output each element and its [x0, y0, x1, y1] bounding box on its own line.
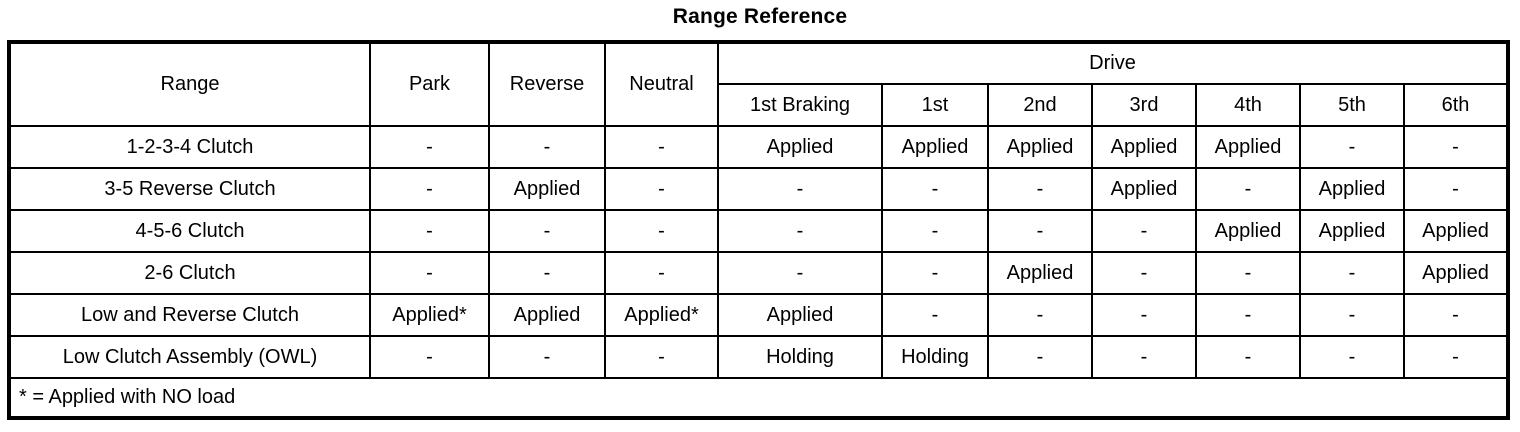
cell-park: - — [369, 209, 490, 253]
column-header-4th: 4th — [1195, 83, 1301, 127]
column-group-header-drive: Drive — [716, 41, 1510, 85]
cell-3rd: Applied — [1091, 125, 1197, 169]
cell-5th: Applied — [1299, 167, 1405, 211]
cell-5th: - — [1299, 251, 1405, 295]
cell-1st: - — [881, 209, 989, 253]
range-reference-table-container: Range Park Reverse Neutral Drive 1st Bra… — [7, 40, 1511, 420]
cell-4th: - — [1195, 335, 1301, 379]
cell-1st: Applied — [881, 125, 989, 169]
cell-neutral: - — [604, 209, 719, 253]
cell-2nd: - — [987, 167, 1093, 211]
page-title: Range Reference — [672, 5, 848, 28]
cell-park: - — [369, 125, 490, 169]
cell-6th: Applied — [1402, 251, 1510, 295]
cell-1st: - — [881, 251, 989, 295]
table-body: 1-2-3-4 Clutch - - - Applied Applied App… — [8, 125, 1510, 418]
cell-reverse: Applied — [488, 293, 606, 337]
column-header-1st-braking: 1st Braking — [717, 83, 883, 127]
cell-park: Applied* — [369, 293, 490, 337]
row-label: 2-6 Clutch — [8, 251, 371, 295]
table-header: Range Park Reverse Neutral Drive 1st Bra… — [8, 41, 1510, 127]
cell-1st: Holding — [881, 335, 989, 379]
cell-6th: - — [1402, 125, 1510, 169]
cell-4th: - — [1195, 167, 1301, 211]
cell-1st-braking: Applied — [717, 125, 883, 169]
column-header-park: Park — [369, 41, 490, 127]
cell-1st: - — [881, 293, 989, 337]
cell-park: - — [369, 251, 490, 295]
cell-6th: - — [1402, 335, 1510, 379]
cell-2nd: - — [987, 335, 1093, 379]
cell-reverse: - — [488, 125, 606, 169]
cell-2nd: Applied — [987, 125, 1093, 169]
cell-4th: Applied — [1195, 125, 1301, 169]
column-header-5th: 5th — [1299, 83, 1405, 127]
cell-3rd: - — [1091, 251, 1197, 295]
cell-neutral: - — [604, 335, 719, 379]
cell-reverse: - — [488, 251, 606, 295]
table-row: 2-6 Clutch - - - - - Applied - - - Appli… — [8, 251, 1510, 295]
cell-3rd: - — [1091, 293, 1197, 337]
cell-5th: - — [1299, 293, 1405, 337]
column-header-1st: 1st — [881, 83, 989, 127]
column-header-3rd: 3rd — [1091, 83, 1197, 127]
row-label: 3-5 Reverse Clutch — [8, 167, 371, 211]
table-row: 3-5 Reverse Clutch - Applied - - - - App… — [8, 167, 1510, 211]
cell-3rd: - — [1091, 335, 1197, 379]
cell-neutral: - — [604, 167, 719, 211]
row-label: Low Clutch Assembly (OWL) — [8, 335, 371, 379]
row-label: Low and Reverse Clutch — [8, 293, 371, 337]
table-row: 1-2-3-4 Clutch - - - Applied Applied App… — [8, 125, 1510, 169]
row-label: 1-2-3-4 Clutch — [8, 125, 371, 169]
column-header-neutral: Neutral — [604, 41, 719, 127]
row-label: 4-5-6 Clutch — [8, 209, 371, 253]
cell-6th: - — [1402, 293, 1510, 337]
cell-2nd: - — [987, 293, 1093, 337]
cell-5th: - — [1299, 335, 1405, 379]
cell-3rd: Applied — [1091, 167, 1197, 211]
cell-neutral: Applied* — [604, 293, 719, 337]
cell-reverse: Applied — [488, 167, 606, 211]
table-row: Low Clutch Assembly (OWL) - - - Holding … — [8, 335, 1510, 379]
header-row-subcolumns: 1st Braking 1st 2nd 3rd 4th 5th 6th — [9, 83, 1510, 127]
cell-reverse: - — [488, 335, 606, 379]
header-row-group: Range Park Reverse Neutral Drive — [8, 41, 1510, 127]
footnote-text: * = Applied with NO load — [9, 377, 1509, 418]
cell-neutral: - — [604, 251, 719, 295]
cell-1st-braking: Holding — [717, 335, 883, 379]
column-header-reverse: Reverse — [488, 41, 606, 127]
cell-4th: Applied — [1195, 209, 1301, 253]
cell-4th: - — [1195, 293, 1301, 337]
column-header-2nd: 2nd — [987, 83, 1093, 127]
cell-4th: - — [1195, 251, 1301, 295]
cell-1st-braking: - — [717, 167, 883, 211]
cell-park: - — [369, 335, 490, 379]
cell-reverse: - — [488, 209, 606, 253]
range-reference-table: Range Park Reverse Neutral Drive 1st Bra… — [7, 40, 1511, 420]
cell-1st-braking: - — [717, 209, 883, 253]
cell-1st-braking: - — [717, 251, 883, 295]
table-footnote-row: * = Applied with NO load — [9, 377, 1509, 418]
table-row: 4-5-6 Clutch - - - - - - - Applied Appli… — [8, 209, 1510, 253]
cell-6th: - — [1402, 167, 1510, 211]
column-header-range: Range — [8, 41, 371, 127]
cell-3rd: - — [1091, 209, 1197, 253]
table-row: Low and Reverse Clutch Applied* Applied … — [8, 293, 1510, 337]
cell-1st: - — [881, 167, 989, 211]
cell-2nd: - — [987, 209, 1093, 253]
cell-neutral: - — [604, 125, 719, 169]
cell-5th: Applied — [1299, 209, 1405, 253]
cell-6th: Applied — [1402, 209, 1510, 253]
cell-park: - — [369, 167, 490, 211]
cell-1st-braking: Applied — [717, 293, 883, 337]
cell-5th: - — [1299, 125, 1405, 169]
cell-2nd: Applied — [987, 251, 1093, 295]
column-header-6th: 6th — [1402, 83, 1510, 127]
